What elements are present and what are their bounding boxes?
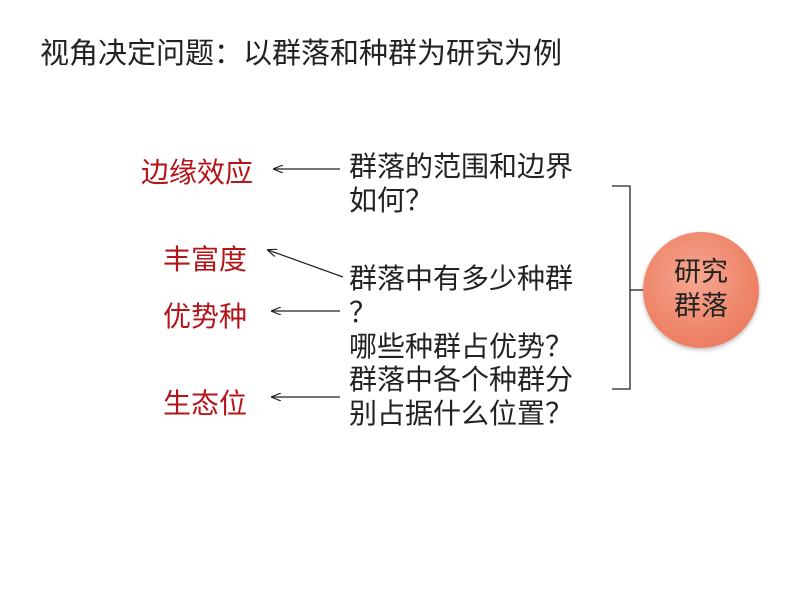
bubble-line2: 群落 xyxy=(674,291,728,322)
bracket xyxy=(612,185,631,390)
arrow-richness xyxy=(268,250,344,278)
concept-edge-effect: 边缘效应 xyxy=(141,156,254,189)
question-range-line1: 群落的范围和边界 xyxy=(349,150,574,183)
question-position-line1: 群落中各个种群分 xyxy=(349,363,574,396)
question-count-line1: 群落中有多少种群 xyxy=(349,262,574,295)
concept-dominant-species: 优势种 xyxy=(163,300,248,333)
question-range: 群落的范围和边界 如何？ xyxy=(349,150,573,218)
question-dominance: 哪些种群占优势？ xyxy=(349,330,573,364)
question-position: 群落中各个种群分 别占据什么位置？ xyxy=(349,363,573,431)
page-title: 视角决定问题：以群落和种群为研究为例 xyxy=(40,36,563,70)
concept-niche: 生态位 xyxy=(163,387,248,420)
concept-richness: 丰富度 xyxy=(163,243,248,276)
question-range-line2: 如何？ xyxy=(349,184,434,217)
question-dominance-line1: 哪些种群占优势？ xyxy=(349,330,574,363)
question-count: 群落中有多少种群 ？ xyxy=(349,262,573,330)
question-position-line2: 别占据什么位置？ xyxy=(349,397,574,430)
study-community-bubble: 研究 群落 xyxy=(643,232,759,348)
question-count-line2: ？ xyxy=(349,296,378,329)
bubble-line1: 研究 xyxy=(674,257,728,288)
